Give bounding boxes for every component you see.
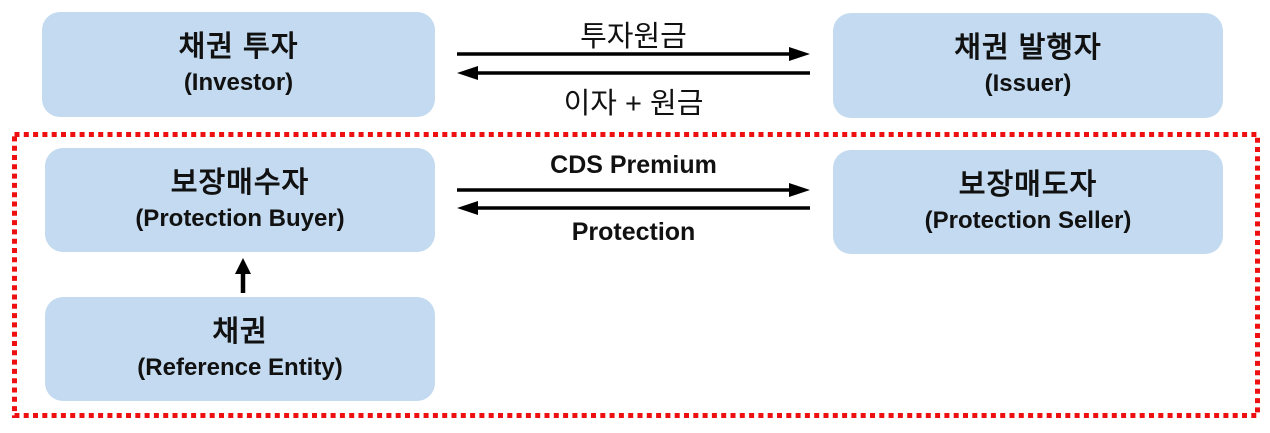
node-reference-entity-title: 채권 (212, 315, 268, 348)
node-investor-title: 채권 투자 (178, 31, 299, 64)
node-protection-buyer-subtitle: (Protection Buyer) (135, 204, 345, 232)
arrow-protection-left (457, 201, 810, 215)
node-protection-seller: 보장매도자 (Protection Seller) (833, 150, 1223, 254)
node-issuer-title: 채권 발행자 (954, 32, 1102, 65)
node-issuer: 채권 발행자 (Issuer) (833, 13, 1223, 118)
node-investor: 채권 투자 (Investor) (42, 12, 435, 117)
flow-label-investment-principal: 투자원금 (580, 21, 687, 53)
flow-label-cds-premium: CDS Premium (550, 151, 717, 179)
node-protection-buyer: 보장매수자 (Protection Buyer) (45, 148, 435, 252)
node-reference-entity-subtitle: (Reference Entity) (137, 353, 343, 381)
arrow-cds-premium-right (457, 183, 810, 197)
node-reference-entity: 채권 (Reference Entity) (45, 297, 435, 401)
arrow-investment-principal-right (457, 47, 810, 61)
arrow-interest-principal-left (457, 66, 810, 80)
flow-label-interest-principal: 이자 + 원금 (563, 88, 704, 120)
node-protection-seller-title: 보장매도자 (958, 168, 1098, 201)
flow-label-protection: Protection (571, 218, 696, 246)
arrow-reference-to-buyer-up (235, 258, 251, 293)
node-protection-buyer-title: 보장매수자 (170, 166, 310, 199)
node-issuer-subtitle: (Issuer) (984, 70, 1072, 98)
node-protection-seller-subtitle: (Protection Seller) (924, 206, 1132, 234)
node-investor-subtitle: (Investor) (183, 69, 294, 97)
